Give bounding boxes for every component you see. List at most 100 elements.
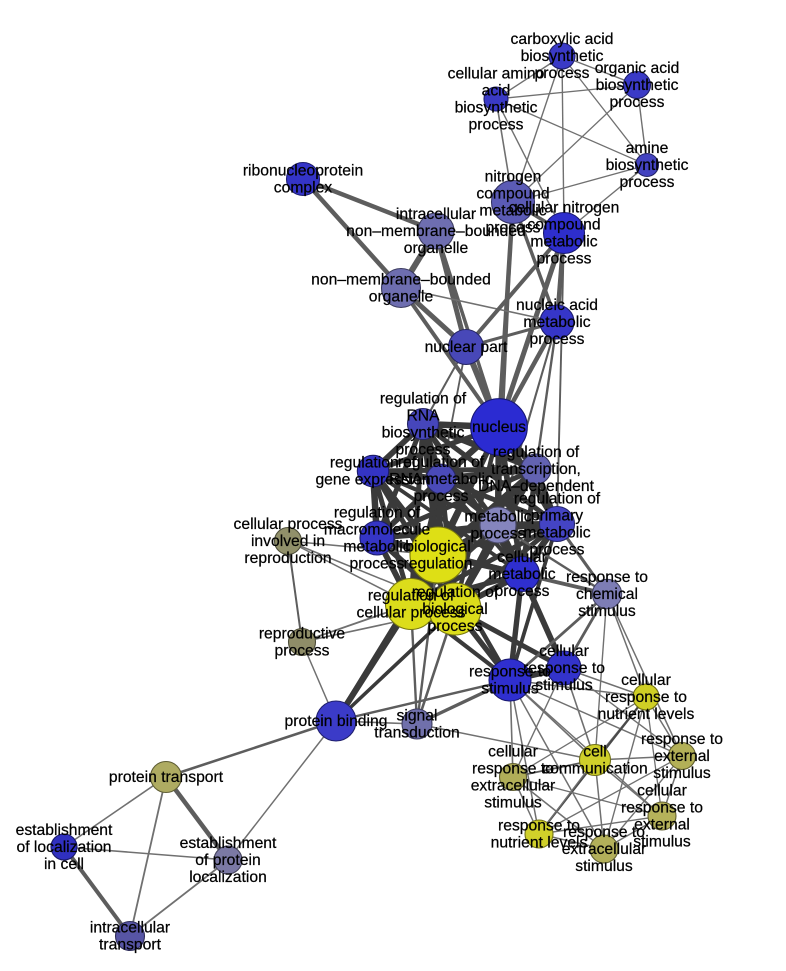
- svg-text:regulation of: regulation of: [514, 491, 601, 508]
- svg-text:response to: response to: [469, 664, 551, 681]
- svg-text:cellular amino: cellular amino: [448, 66, 545, 83]
- svg-text:cellular nitrogen: cellular nitrogen: [509, 200, 620, 217]
- svg-text:process: process: [535, 65, 590, 82]
- svg-text:process: process: [537, 251, 592, 268]
- svg-text:involved in: involved in: [251, 533, 325, 550]
- svg-text:biosynthetic: biosynthetic: [455, 100, 538, 117]
- svg-text:response to: response to: [641, 731, 723, 748]
- svg-text:DNA–dependent: DNA–dependent: [478, 478, 595, 495]
- svg-text:response to: response to: [621, 800, 703, 817]
- svg-text:RNA: RNA: [406, 408, 440, 425]
- svg-text:biosynthetic: biosynthetic: [382, 425, 465, 442]
- svg-text:reproduction: reproduction: [244, 550, 331, 567]
- svg-text:stimulus: stimulus: [535, 677, 593, 694]
- svg-text:of localization: of localization: [16, 839, 111, 856]
- svg-text:extracellular: extracellular: [562, 841, 647, 858]
- svg-text:in cell: in cell: [44, 856, 84, 873]
- svg-text:primary: primary: [531, 508, 583, 525]
- svg-text:biosynthetic: biosynthetic: [606, 157, 689, 174]
- svg-text:compound: compound: [527, 217, 600, 234]
- svg-text:process: process: [414, 488, 469, 505]
- svg-text:cellular process: cellular process: [234, 516, 343, 533]
- svg-text:stimulus: stimulus: [633, 834, 691, 851]
- svg-text:complex: complex: [274, 180, 333, 197]
- svg-text:regulation of: regulation of: [334, 505, 421, 522]
- svg-text:regulation of: regulation of: [380, 391, 467, 408]
- svg-text:localization: localization: [189, 869, 267, 886]
- svg-text:metabolic: metabolic: [464, 509, 531, 526]
- svg-text:organic acid: organic acid: [595, 60, 680, 77]
- svg-text:metabolic: metabolic: [530, 234, 597, 251]
- svg-text:regulation of: regulation of: [398, 454, 485, 471]
- svg-text:cellular: cellular: [488, 744, 538, 761]
- svg-text:regulation of: regulation of: [330, 455, 417, 472]
- svg-text:stimulus: stimulus: [481, 681, 539, 698]
- svg-text:cell: cell: [583, 744, 607, 761]
- svg-text:stimulus: stimulus: [575, 858, 633, 875]
- svg-text:process: process: [610, 94, 665, 111]
- svg-text:process: process: [469, 117, 524, 134]
- svg-text:metabolic: metabolic: [523, 314, 590, 331]
- svg-text:stimulus: stimulus: [484, 795, 542, 812]
- svg-text:transduction: transduction: [374, 725, 459, 742]
- svg-text:establishment: establishment: [180, 835, 277, 852]
- svg-text:process: process: [530, 542, 585, 559]
- svg-text:external: external: [654, 748, 710, 765]
- svg-text:response to: response to: [498, 818, 580, 835]
- svg-text:biosynthetic: biosynthetic: [521, 48, 604, 65]
- svg-text:metabolic: metabolic: [488, 566, 555, 583]
- svg-text:intracellular: intracellular: [90, 920, 170, 937]
- svg-text:metabolic: metabolic: [479, 203, 546, 220]
- svg-text:carboxylic acid: carboxylic acid: [511, 31, 614, 48]
- svg-text:external: external: [634, 817, 690, 834]
- svg-text:nucleus: nucleus: [472, 419, 526, 436]
- svg-text:amine: amine: [626, 140, 669, 157]
- svg-text:process: process: [530, 331, 585, 348]
- svg-text:extracellular: extracellular: [471, 778, 556, 795]
- svg-text:nuclear part: nuclear part: [425, 339, 508, 356]
- svg-text:protein binding: protein binding: [285, 713, 388, 730]
- svg-text:regulation of: regulation of: [493, 444, 580, 461]
- svg-text:transport: transport: [99, 937, 162, 954]
- svg-text:response to: response to: [605, 689, 687, 706]
- svg-text:non–membrane–bounded: non–membrane–bounded: [346, 223, 526, 240]
- svg-text:organelle: organelle: [369, 289, 434, 306]
- svg-text:cellular: cellular: [497, 549, 547, 566]
- svg-text:cellular: cellular: [621, 672, 671, 689]
- svg-text:process: process: [471, 526, 526, 543]
- svg-text:nutrient levels: nutrient levels: [491, 835, 588, 852]
- svg-text:of protein: of protein: [195, 852, 260, 869]
- svg-text:cellular: cellular: [637, 783, 687, 800]
- svg-text:establishment: establishment: [16, 822, 113, 839]
- svg-text:response to: response to: [563, 824, 645, 841]
- svg-text:metabolic: metabolic: [343, 539, 410, 556]
- svg-text:intracellular: intracellular: [396, 206, 476, 223]
- svg-text:ribonucleoprotein: ribonucleoprotein: [243, 163, 363, 180]
- svg-text:regulation: regulation: [404, 556, 473, 573]
- svg-text:nitrogen: nitrogen: [485, 169, 542, 186]
- svg-text:nucleic acid: nucleic acid: [516, 297, 598, 314]
- svg-text:organelle: organelle: [404, 240, 469, 257]
- svg-text:process: process: [620, 174, 675, 191]
- svg-text:biological: biological: [422, 601, 487, 618]
- svg-text:cellular process: cellular process: [357, 605, 466, 622]
- svg-text:process: process: [396, 442, 451, 459]
- svg-text:stimulus: stimulus: [653, 765, 711, 782]
- svg-text:macromolecule: macromolecule: [324, 522, 431, 539]
- svg-text:process: process: [428, 618, 483, 635]
- svg-text:non–membrane–bounded: non–membrane–bounded: [311, 272, 491, 289]
- svg-text:process: process: [486, 220, 541, 237]
- svg-text:communication: communication: [542, 761, 648, 778]
- svg-text:biosynthetic: biosynthetic: [596, 77, 679, 94]
- svg-text:stimulus: stimulus: [578, 603, 636, 620]
- svg-text:chemical: chemical: [576, 586, 638, 603]
- svg-text:reproductive: reproductive: [259, 626, 346, 643]
- svg-text:response to: response to: [523, 660, 605, 677]
- svg-text:protein transport: protein transport: [109, 769, 224, 786]
- svg-text:transcription,: transcription,: [491, 461, 581, 478]
- svg-text:process: process: [275, 643, 330, 660]
- svg-text:process: process: [350, 556, 405, 573]
- svg-text:gene expression: gene expression: [315, 472, 430, 489]
- svg-text:nutrient levels: nutrient levels: [598, 706, 695, 723]
- svg-text:cellular: cellular: [539, 643, 589, 660]
